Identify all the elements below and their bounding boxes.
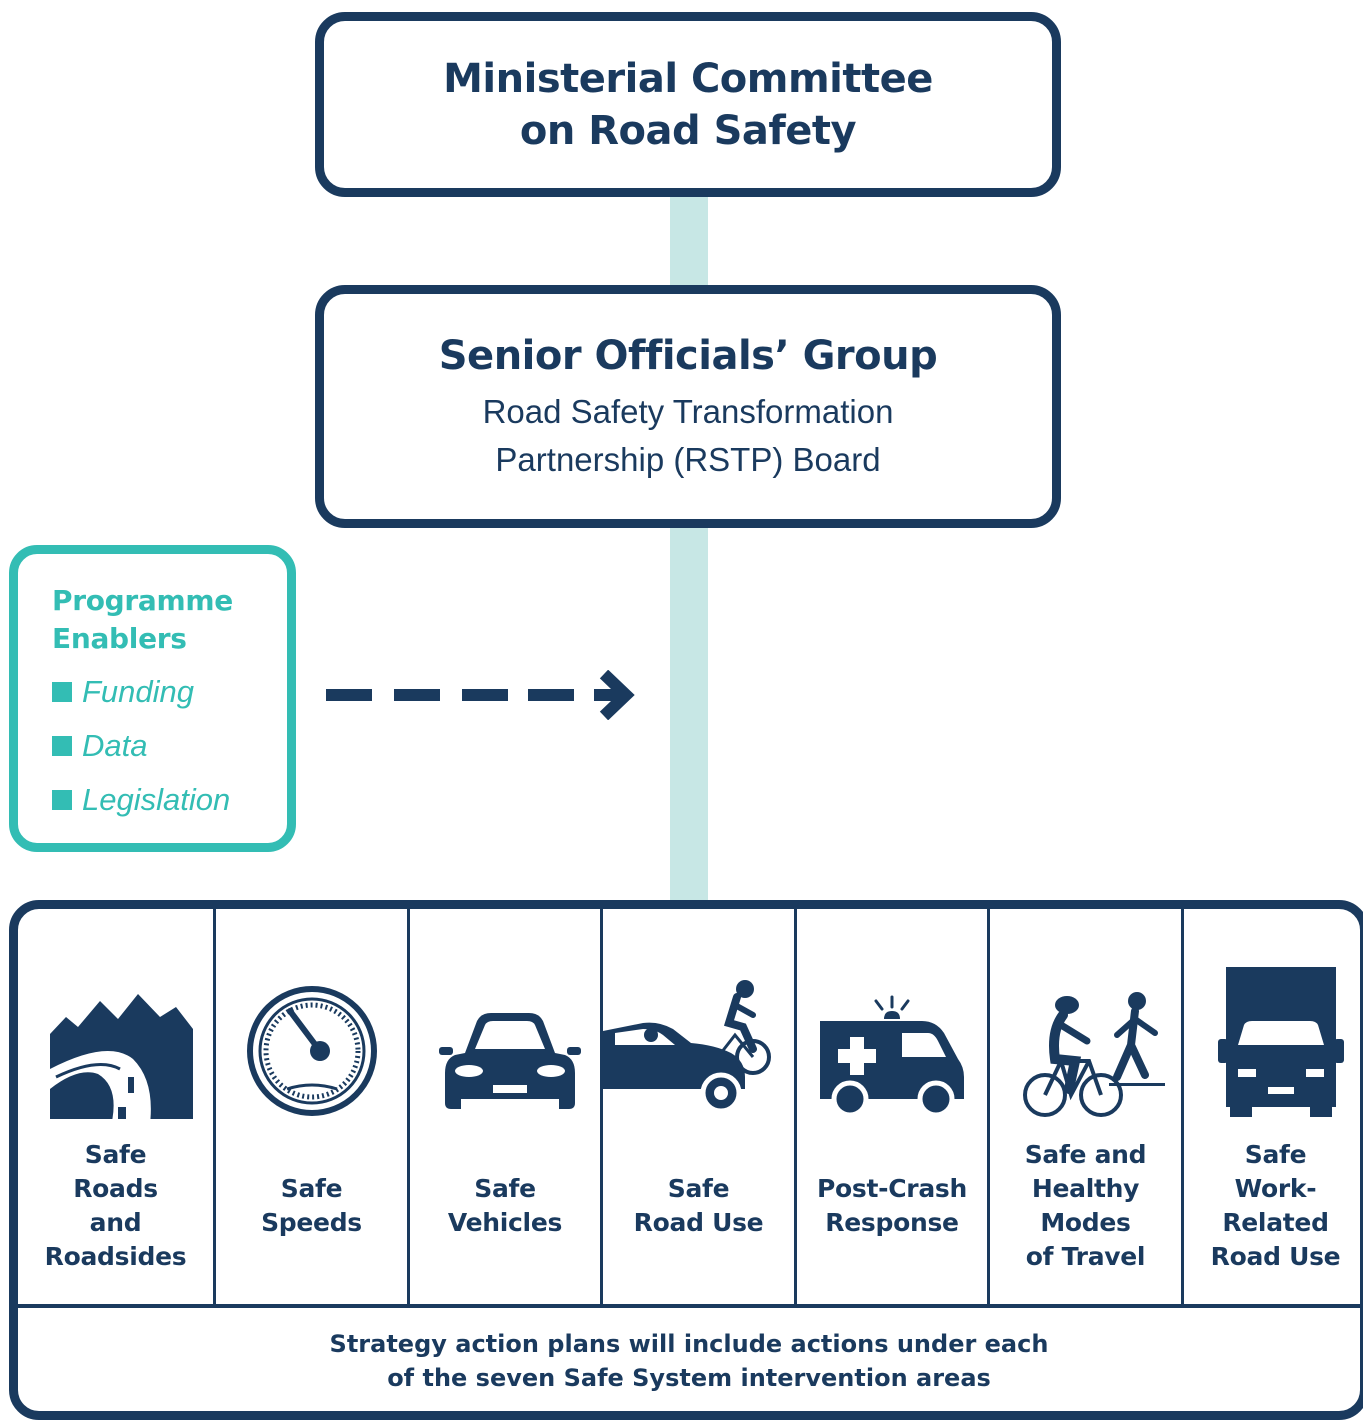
car-cyclist-icon	[603, 980, 771, 1114]
bullet-square-icon	[52, 736, 72, 756]
area-post-crash-response: Post-Crash Response	[797, 909, 987, 1304]
area-label: Safe Speeds	[261, 1174, 362, 1237]
area-label: Safe Road Use	[633, 1174, 764, 1237]
area-label: Safe Vehicles	[447, 1174, 563, 1237]
enabler-item-data: Data	[52, 726, 287, 766]
column-divider	[794, 909, 797, 1304]
ministerial-committee-box: Ministerial Committee on Road Safety	[315, 12, 1061, 197]
enabler-label: Legislation	[82, 782, 231, 817]
speedometer-icon	[247, 986, 377, 1116]
area-label: Post-Crash Response	[817, 1174, 967, 1237]
area-safe-speeds: Safe Speeds	[216, 909, 407, 1304]
ministerial-committee-title: Ministerial Committee on Road Safety	[443, 55, 933, 154]
column-divider	[407, 909, 410, 1304]
rstp-board-subtitle: Road Safety Transformation Partnership (…	[482, 392, 894, 478]
road-mountains-icon	[50, 994, 193, 1119]
column-divider	[600, 909, 603, 1304]
truck-icon	[1218, 967, 1344, 1117]
area-label: Safe Work- Related Road Use	[1210, 1140, 1341, 1271]
area-label: Safe and Healthy Modes of Travel	[1024, 1140, 1147, 1271]
senior-officials-box: Senior Officials’ Group Road Safety Tran…	[315, 285, 1061, 528]
enabler-label: Data	[82, 728, 148, 763]
row-divider	[18, 1304, 1360, 1308]
enabler-item-legislation: Legislation	[52, 780, 287, 820]
dashed-arrow-icon	[326, 670, 635, 720]
area-label: Safe Roads and Roadsides	[44, 1140, 187, 1271]
cyclist-pedestrian-icon	[1023, 992, 1165, 1117]
area-healthy-modes: Safe and Healthy Modes of Travel	[990, 909, 1181, 1304]
strategy-action-plans-note: Strategy action plans will include actio…	[329, 1330, 1049, 1392]
bullet-square-icon	[52, 790, 72, 810]
column-divider	[1181, 909, 1184, 1304]
column-divider	[987, 909, 990, 1304]
area-work-related-road-use: Safe Work- Related Road Use	[1184, 909, 1363, 1304]
column-divider	[213, 909, 216, 1304]
intervention-areas-box: Safe Roads and Roadsides Safe Speeds Saf…	[9, 900, 1363, 1420]
programme-enablers-box: Programme Enablers Funding Data Legislat…	[9, 545, 296, 852]
senior-officials-title: Senior Officials’ Group	[438, 332, 938, 379]
bullet-square-icon	[52, 682, 72, 702]
car-icon	[439, 1013, 581, 1109]
enabler-item-funding: Funding	[52, 672, 287, 712]
programme-enablers-title: Programme Enablers	[52, 584, 233, 655]
ambulance-icon	[820, 995, 964, 1118]
area-safe-vehicles: Safe Vehicles	[410, 909, 600, 1304]
enabler-label: Funding	[82, 674, 195, 709]
area-safe-road-use: Safe Road Use	[603, 909, 794, 1304]
area-safe-roads: Safe Roads and Roadsides	[18, 909, 213, 1304]
